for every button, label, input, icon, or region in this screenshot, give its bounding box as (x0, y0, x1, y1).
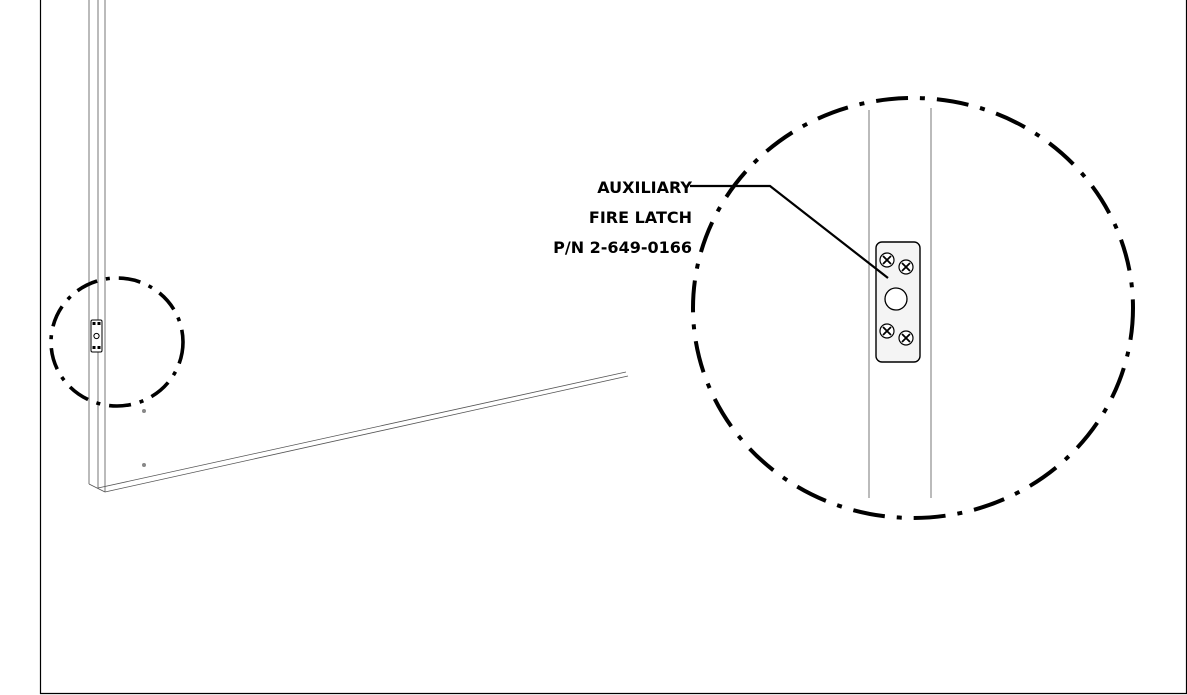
latch-hole (884, 287, 908, 311)
leader-line (690, 184, 889, 279)
mounting-hole (142, 463, 146, 467)
callout-line-2: FIRE LATCH (589, 208, 692, 227)
detail-marker-small-icon (49, 276, 185, 408)
mounting-hole (142, 409, 146, 413)
detail-door-edge (868, 108, 932, 498)
callout-line-3: P/N 2-649-0166 (553, 238, 692, 257)
callout-label: AUXILIARY FIRE LATCH P/N 2-649-0166 (553, 178, 692, 257)
drawing-frame (39, 0, 1187, 695)
door-panel (88, 0, 629, 493)
callout-line-1: AUXILIARY (597, 178, 692, 197)
latch-plate-icon (875, 241, 921, 363)
latch-plate-small-icon (90, 319, 103, 353)
detail-marker-large-icon (691, 96, 1135, 520)
